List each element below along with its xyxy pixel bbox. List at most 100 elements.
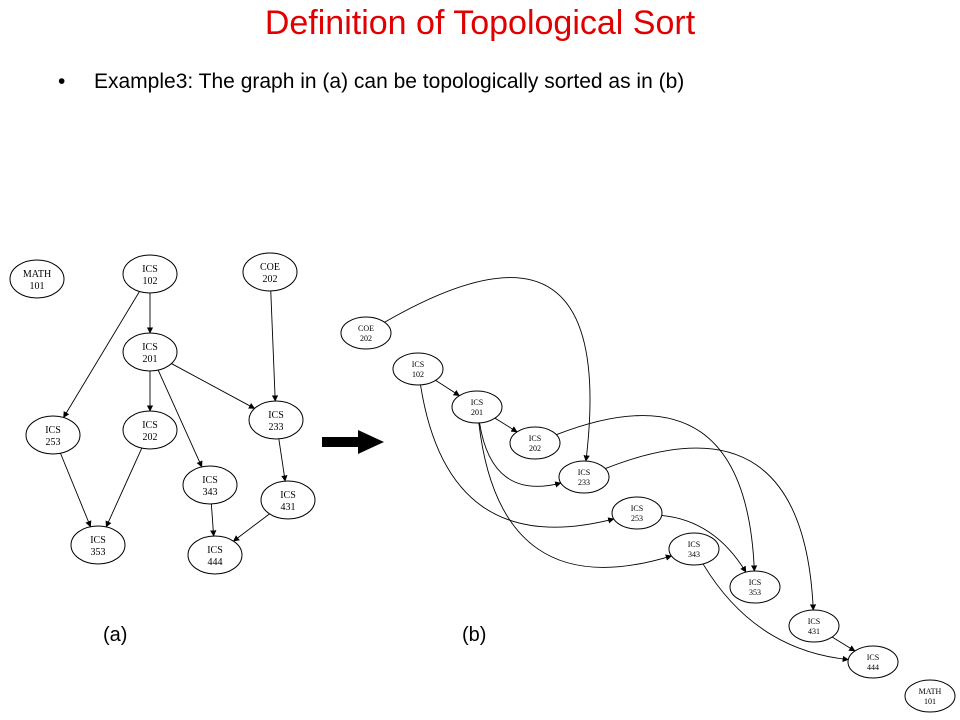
node-label: ICS xyxy=(631,504,643,513)
node-label: 201 xyxy=(143,354,158,365)
transform-arrow-icon xyxy=(322,430,384,454)
node-label: ICS xyxy=(202,475,218,486)
graph-a-edge-ics431-to-ics444 xyxy=(232,513,270,542)
node-label: 102 xyxy=(143,276,158,287)
node-label: ICS xyxy=(142,342,158,353)
node-label: ICS xyxy=(471,398,483,407)
node-ellipse xyxy=(558,460,610,494)
node-label: ICS xyxy=(207,545,223,556)
node-label: 431 xyxy=(281,502,296,513)
node-label: ICS xyxy=(268,410,284,421)
node-label: ICS xyxy=(867,653,879,662)
node-label: ICS xyxy=(280,490,296,501)
graph-b-edge-ics202-to-ics353 xyxy=(556,415,758,572)
node-ellipse xyxy=(509,426,561,460)
bullet-point: • Example3: The graph in (a) can be topol… xyxy=(58,70,684,94)
node-ellipse xyxy=(729,570,781,604)
node-ellipse xyxy=(451,390,503,424)
graph-a-edge-coe202-to-ics233 xyxy=(270,290,279,402)
node-label: 233 xyxy=(269,422,284,433)
node-label: ICS xyxy=(45,425,61,436)
node-label: ICS xyxy=(412,360,424,369)
graph-b-edge-ics201-to-ics202 xyxy=(494,417,518,433)
bullet-dot-icon: • xyxy=(58,70,66,93)
node-label: 353 xyxy=(91,547,106,558)
node-label: ICS xyxy=(529,434,541,443)
node-label: 343 xyxy=(203,487,218,498)
caption-a: (a) xyxy=(103,624,128,646)
node-ellipse xyxy=(9,259,65,299)
node-ellipse xyxy=(182,465,238,505)
node-ellipse xyxy=(25,415,81,455)
node-label: COE xyxy=(358,324,374,333)
node-label: 202 xyxy=(143,432,158,443)
node-label: COE xyxy=(260,262,280,273)
graph-b-edge-ics102-to-ics253 xyxy=(420,384,615,528)
graph-a-edges xyxy=(60,290,288,542)
node-ellipse xyxy=(904,679,956,713)
graph-b-edge-ics102-to-ics201 xyxy=(435,379,460,397)
graph-a-edge-ics343-to-ics444 xyxy=(210,503,217,537)
node-label: 101 xyxy=(924,697,936,706)
graph-a-nodes: MATH101ICS102COE202ICS201ICS253ICS202ICS… xyxy=(9,252,316,575)
node-label: ICS xyxy=(142,264,158,275)
slide-title: Definition of Topological Sort xyxy=(264,4,696,42)
node-label: ICS xyxy=(90,535,106,546)
node-ellipse xyxy=(122,254,178,294)
node-label: 353 xyxy=(749,588,761,597)
graph-a-edge-ics253-to-ics353 xyxy=(60,453,92,528)
node-ellipse xyxy=(260,480,316,520)
node-label: 253 xyxy=(46,437,61,448)
graph-a-edge-ics201-to-ics233 xyxy=(171,363,256,409)
graph-b-edge-ics343-to-ics444 xyxy=(702,563,849,663)
node-ellipse xyxy=(340,316,392,350)
node-label: 253 xyxy=(631,514,643,523)
node-ellipse xyxy=(847,645,899,679)
node-label: 202 xyxy=(529,444,541,453)
node-ellipse xyxy=(611,496,663,530)
node-label: 444 xyxy=(867,663,879,672)
node-label: ICS xyxy=(808,617,820,626)
node-ellipse xyxy=(70,525,126,565)
bullet-text: Example3: The graph in (a) can be topolo… xyxy=(94,70,685,93)
node-ellipse xyxy=(788,609,840,643)
node-ellipse xyxy=(122,332,178,372)
node-label: 202 xyxy=(360,334,372,343)
node-label: 444 xyxy=(208,557,223,568)
graph-b-nodes: COE202ICS102ICS201ICS202ICS233ICS253ICS3… xyxy=(340,316,956,713)
node-ellipse xyxy=(392,352,444,386)
node-label: ICS xyxy=(749,578,761,587)
node-label: 431 xyxy=(808,627,820,636)
node-ellipse xyxy=(668,532,720,566)
graph-a-edge-ics202-to-ics353 xyxy=(105,447,143,528)
node-ellipse xyxy=(242,252,298,292)
graph-a-edge-ics201-to-ics343 xyxy=(157,369,203,468)
caption-b: (b) xyxy=(462,624,487,646)
graph-b-edge-coe202-to-ics233 xyxy=(384,277,591,462)
graph-b-edge-ics431-to-ics444 xyxy=(831,636,856,652)
graph-b-edge-ics201-to-ics233 xyxy=(479,422,562,488)
node-label: 201 xyxy=(471,408,483,417)
node-label: 101 xyxy=(30,281,45,292)
node-label: 343 xyxy=(688,550,700,559)
